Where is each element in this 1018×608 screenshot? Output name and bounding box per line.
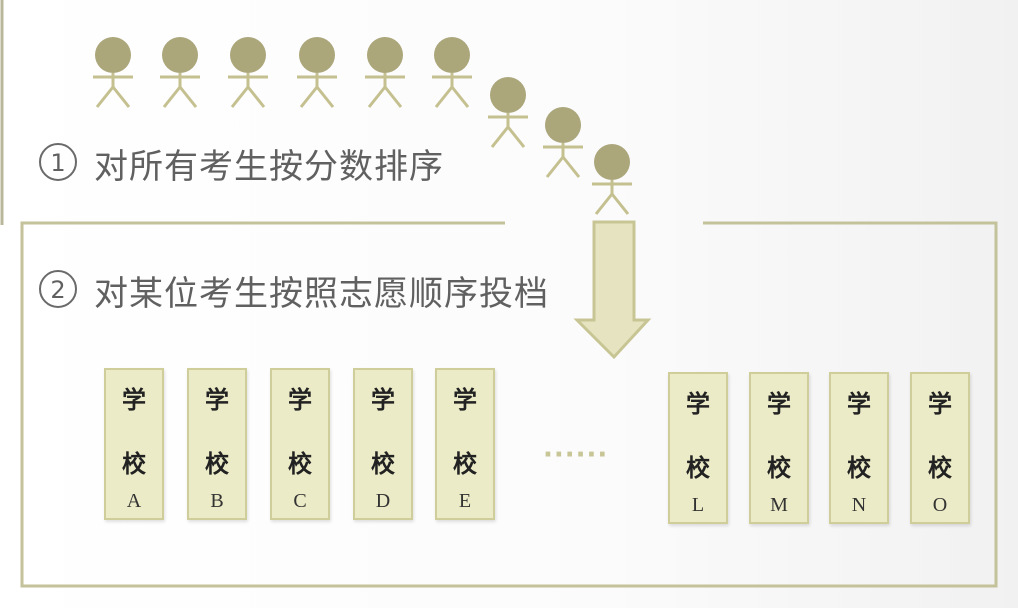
figure-limb	[246, 86, 266, 108]
figure-limb	[594, 193, 614, 215]
school-label-char-1: 学	[453, 385, 477, 414]
student-figure-icon	[93, 37, 133, 108]
school-label-char-2: 校	[453, 449, 477, 478]
figure-limb	[490, 126, 510, 148]
school-label-char-2: 校	[928, 453, 952, 482]
ranked-students	[93, 37, 632, 215]
school-label-char-1: 学	[767, 389, 791, 418]
figure-head	[434, 37, 470, 73]
school-label-char-1: 学	[928, 389, 952, 418]
school-label-char-2: 校	[371, 449, 395, 478]
step-2-number: 2	[50, 276, 65, 304]
figure-limb	[561, 156, 581, 178]
school-label-char-2: 校	[767, 453, 791, 482]
school-label-char-1: 学	[371, 385, 395, 414]
school-label-char-2: 校	[288, 449, 312, 478]
student-figure-icon	[365, 37, 405, 108]
figure-limb	[367, 86, 387, 108]
school-letter: B	[210, 490, 224, 512]
student-figure-icon	[432, 37, 472, 108]
school-letter: M	[770, 494, 788, 516]
school-label-char-2: 校	[847, 453, 871, 482]
figure-limb	[111, 86, 131, 108]
step-1-circle	[39, 143, 77, 181]
figure-limb	[545, 156, 565, 178]
step-1-number: 1	[50, 149, 65, 177]
ellipsis: ······	[543, 440, 609, 470]
step-2-marker: 2	[39, 270, 77, 308]
school-letter: L	[691, 494, 705, 516]
step-1-text: 对所有考生按分数排序	[94, 147, 444, 187]
figure-limb	[434, 86, 454, 108]
figure-head	[162, 37, 198, 73]
figure-head	[545, 107, 581, 143]
school-letter: E	[458, 490, 472, 512]
school-label-char-1: 学	[122, 385, 146, 414]
school-letter: D	[375, 490, 391, 512]
figure-limb	[383, 86, 403, 108]
school-letter: N	[851, 494, 867, 516]
figure-head	[367, 37, 403, 73]
school-label-char-2: 校	[205, 449, 229, 478]
step-2-circle	[39, 270, 77, 308]
figure-limb	[162, 86, 182, 108]
figure-head	[230, 37, 266, 73]
school-label-char-2: 校	[686, 453, 710, 482]
figure-limb	[95, 86, 115, 108]
school-letter: A	[126, 490, 142, 512]
school-label-char-2: 校	[122, 449, 146, 478]
figure-limb	[299, 86, 319, 108]
school-letter: O	[932, 494, 948, 516]
figure-limb	[178, 86, 198, 108]
figure-limb	[230, 86, 250, 108]
figure-head	[95, 37, 131, 73]
step-1-marker: 1	[39, 143, 77, 181]
figure-head	[594, 144, 630, 180]
school-label-char-1: 学	[205, 385, 229, 414]
step-2-text: 对某位考生按照志愿顺序投档	[94, 274, 549, 314]
downward-arrow	[573, 220, 652, 360]
figure-head	[490, 77, 526, 113]
assignment-frame	[20, 221, 998, 588]
school-letter: C	[293, 490, 307, 512]
student-figure-icon	[228, 37, 268, 108]
figure-limb	[610, 193, 630, 215]
school-label-char-1: 学	[847, 389, 871, 418]
student-figure-icon	[488, 77, 528, 148]
figure-limb	[506, 126, 526, 148]
figure-limb	[450, 86, 470, 108]
figure-limb	[315, 86, 335, 108]
student-figure-icon	[592, 144, 632, 215]
figure-head	[299, 37, 335, 73]
school-label-char-1: 学	[288, 385, 312, 414]
student-figure-icon	[297, 37, 337, 108]
school-label-char-1: 学	[686, 389, 710, 418]
student-figure-icon	[160, 37, 200, 108]
student-figure-icon	[543, 107, 583, 178]
